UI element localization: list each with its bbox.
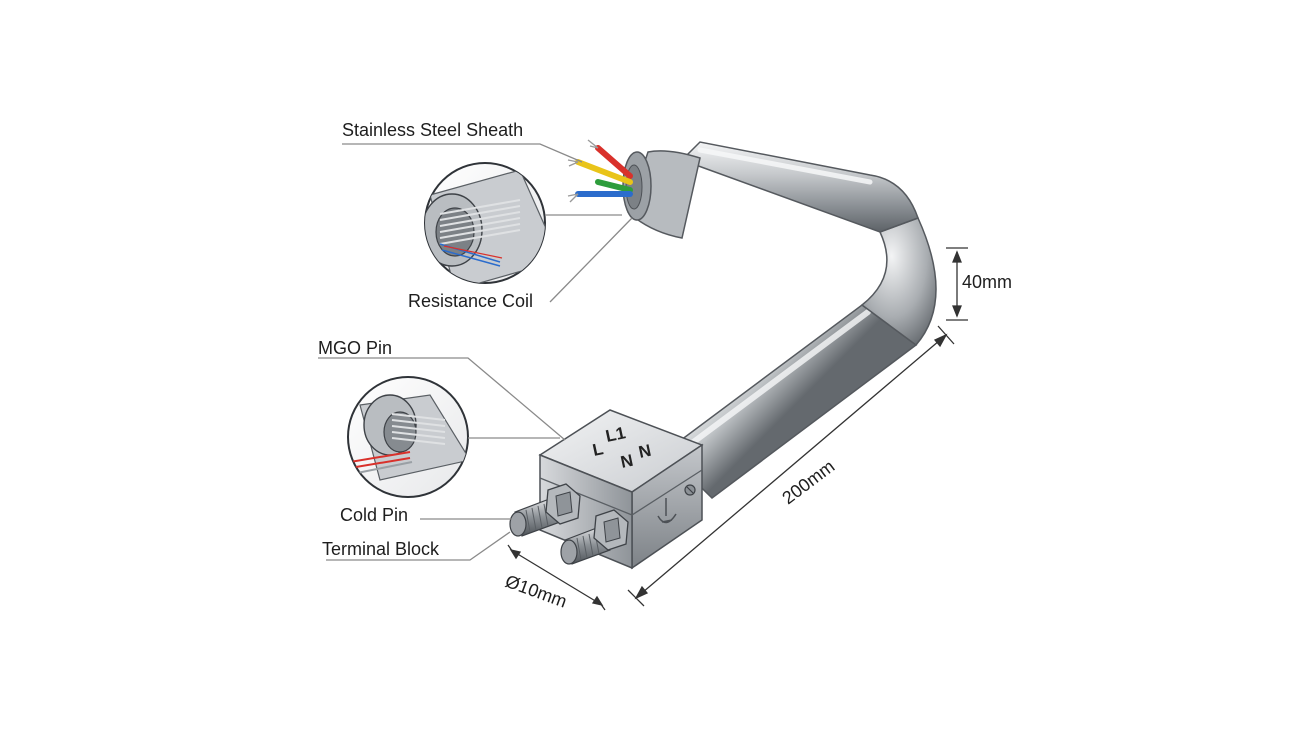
dim-label-40mm: 40mm	[962, 272, 1012, 292]
dim-40mm-arrows	[952, 250, 962, 318]
mark-l1: L1	[604, 423, 627, 446]
label-cold-pin: Cold Pin	[340, 505, 408, 525]
leader-mgo-pin	[318, 357, 566, 441]
coil-detail-inset	[424, 162, 546, 284]
dim-40mm-line	[946, 247, 968, 321]
terminal-marks: L1 L N N	[591, 423, 653, 472]
dim-label-diameter: Ø10mm	[503, 571, 570, 612]
terminal-studs	[509, 483, 629, 565]
heating-tube	[663, 141, 937, 499]
dim-diameter-arrows	[509, 549, 604, 606]
mark-n-bottom: N	[619, 451, 635, 472]
leader-terminal-block	[326, 531, 511, 561]
part-labels: Stainless Steel Sheath Resistance Coil M…	[318, 120, 533, 559]
label-resistance-coil: Resistance Coil	[408, 291, 533, 311]
leader-sheath	[342, 143, 583, 163]
dimension-lines	[507, 247, 968, 611]
pin-detail-inset	[347, 376, 469, 498]
label-stainless-steel-sheath: Stainless Steel Sheath	[342, 120, 523, 140]
lead-wires	[567, 139, 633, 203]
mark-n-top: N	[637, 441, 653, 462]
leader-lines	[318, 143, 633, 561]
label-mgo-pin: MGO Pin	[318, 338, 392, 358]
label-terminal-block: Terminal Block	[322, 539, 440, 559]
dim-label-200mm: 200mm	[778, 456, 838, 508]
leader-resistance-coil	[549, 217, 633, 303]
sheath-collar	[622, 150, 701, 239]
dim-200mm-arrows	[634, 333, 948, 600]
mark-l: L	[591, 439, 605, 460]
